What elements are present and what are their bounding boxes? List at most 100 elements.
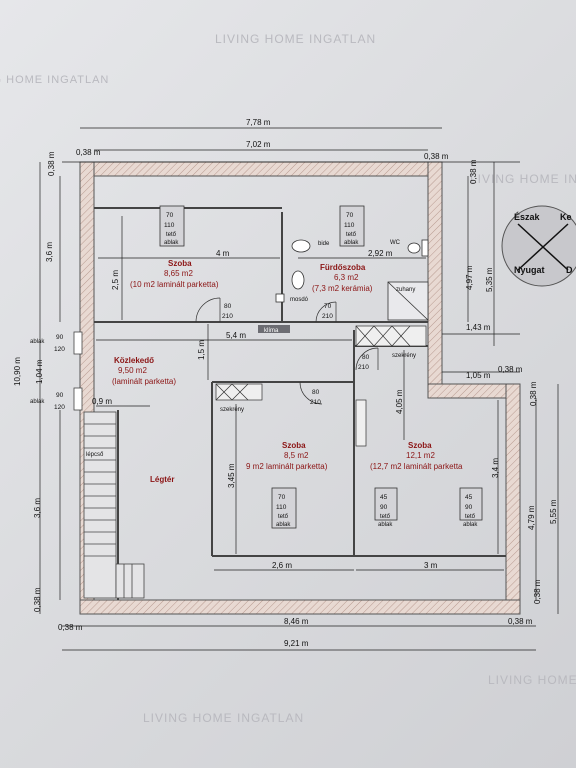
dim-height-left-top: 3,6 m (45, 242, 54, 262)
window2-h: 110 (344, 222, 355, 229)
dim-wall-vert-top-right: 0,38 m (469, 159, 478, 184)
compass-east: Ke (560, 212, 572, 222)
window2-l1: tető (346, 232, 357, 238)
dim-total-height: 10,90 m (13, 357, 22, 386)
dim-right-wall-lower-bottom: 0,38 m (533, 579, 542, 604)
bathroom-fixtures (275, 239, 429, 321)
label-szekreny2: szekrény (220, 407, 244, 413)
label-klima: klíma (264, 328, 279, 334)
room3-name: Közlekedő (114, 356, 154, 365)
dim-wall-vert-top-left: 0,38 m (47, 151, 56, 176)
side-windows (73, 331, 83, 411)
room2-area: 6,3 m2 (334, 273, 359, 282)
room1-area: 8,65 m2 (164, 269, 193, 278)
watermark-bottom-right: LIVING HOME (488, 673, 576, 687)
dim-stair-width: 0,9 m (92, 397, 112, 406)
room2-note: (7,3 m2 kerámia) (312, 284, 373, 293)
dim-szoba1-width: 4 m (216, 249, 230, 258)
window4-l1: tető (380, 514, 391, 520)
dim-bottom-wall-right: 0,38 m (508, 617, 533, 626)
dimension-lines (39, 127, 559, 651)
klima-unit (258, 325, 290, 333)
door1-w: 80 (224, 303, 232, 310)
window5-w: 45 (465, 494, 473, 501)
dim-bath-width: 2,92 m (368, 249, 393, 258)
window3-h: 110 (276, 504, 287, 511)
side-window1-h: 120 (54, 346, 65, 353)
side-window1-label: ablak (30, 339, 45, 345)
dim-right-height-2: 5,35 m (485, 267, 494, 292)
dim-right-wall-lower-top: 0,38 m (529, 381, 538, 406)
room4-area: 8,5 m2 (284, 451, 309, 460)
window1-h: 110 (164, 222, 175, 229)
dim-right-lower-height-2: 5,55 m (549, 499, 558, 524)
dim-szoba1-height: 2,5 m (111, 270, 120, 290)
dim-bottom-total: 9,21 m (284, 639, 309, 648)
door4-w: 80 (312, 389, 320, 396)
window2-l2: ablak (344, 240, 359, 246)
dim-total-inner-width: 7,78 m (246, 118, 271, 127)
door4-h: 210 (310, 399, 321, 406)
dim-height-left-bottom: 3,6 m (33, 498, 42, 518)
watermark-bottom: LIVING HOME INGATLAN (143, 711, 304, 725)
room5-note: (12,7 m2 laminált parketta (370, 462, 463, 471)
window4-h: 90 (380, 504, 388, 511)
label-zuhany: zuhany (396, 287, 415, 293)
interior-walls (94, 207, 506, 600)
door-swings (195, 297, 379, 405)
label-mosdo: mosdó (290, 297, 309, 303)
window1-l2: ablak (164, 240, 179, 246)
dim-szoba2-width: 2,6 m (272, 561, 292, 570)
room1-name: Szoba (168, 259, 192, 268)
dim-inner-width: 7,02 m (246, 140, 271, 149)
compass-west: Nyugat (514, 265, 545, 275)
watermark-top: LIVING HOME INGATLAN (215, 32, 376, 46)
outer-walls (79, 161, 521, 615)
door2-h: 210 (322, 313, 333, 320)
side-window1-w: 90 (56, 334, 64, 341)
room6-name: Légtér (150, 475, 174, 484)
window5-h: 90 (465, 504, 473, 511)
dim-wall-left-bottom: 0,38 m (33, 587, 42, 612)
door2-w: 70 (324, 303, 332, 310)
dim-right-lower-height-1: 4,79 m (527, 505, 536, 530)
wardrobes (215, 325, 427, 447)
room5-area: 12,1 m2 (406, 451, 435, 460)
dim-corridor-width: 5,4 m (226, 331, 246, 340)
label-lepcso: lépcső (86, 452, 104, 458)
compass-rose (501, 205, 576, 287)
window1-w: 70 (166, 212, 174, 219)
compass-south: D (566, 265, 573, 275)
dim-szoba3-left-height: 4,05 m (395, 389, 404, 414)
watermark-top-left: LIVING HOME INGATLAN (0, 74, 109, 86)
side-window2-w: 90 (56, 392, 64, 399)
label-wc: WC (390, 240, 401, 246)
window3-w: 70 (278, 494, 286, 501)
side-window2-h: 120 (54, 404, 65, 411)
dim-right-wall-notch: 0,38 m (498, 365, 523, 374)
room5-name: Szoba (408, 441, 432, 450)
room4-note: 9 m2 laminált parketta) (246, 462, 328, 471)
window4-l2: ablak (378, 522, 393, 528)
door3-h: 210 (358, 364, 369, 371)
window2-w: 70 (346, 212, 354, 219)
dim-corridor-height: 1,5 m (197, 340, 206, 360)
dim-szoba2-height: 3,45 m (227, 463, 236, 488)
room3-area: 9,50 m2 (118, 366, 147, 375)
window5-l1: tető (465, 514, 476, 520)
staircase (83, 411, 145, 599)
roof-windows (159, 205, 483, 529)
dim-szoba3-height: 3,4 m (491, 458, 500, 478)
window3-l2: ablak (276, 522, 291, 528)
door1-h: 210 (222, 313, 233, 320)
dim-mid-height: 1,04 m (35, 359, 44, 384)
window5-l2: ablak (463, 522, 478, 528)
window1-l1: tető (166, 232, 177, 238)
dim-bottom-wall-left: 0,38 m (58, 623, 83, 632)
room1-note: (10 m2 laminált parketta) (130, 280, 219, 289)
side-window2-label: ablak (30, 399, 45, 405)
dim-wall-right-top: 0,38 m (424, 152, 449, 161)
door3-w: 80 (362, 354, 370, 361)
room4-name: Szoba (282, 441, 306, 450)
